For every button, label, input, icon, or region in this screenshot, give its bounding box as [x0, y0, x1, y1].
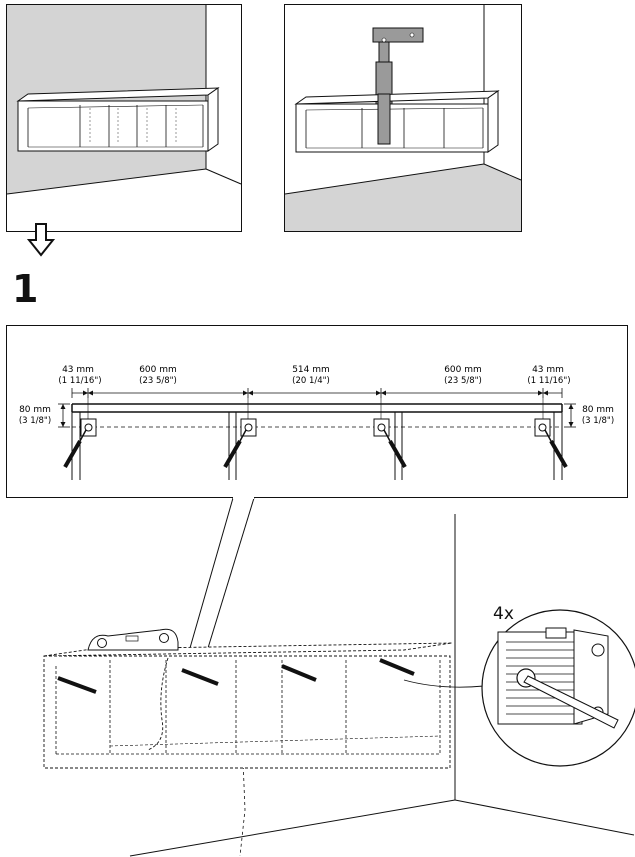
dim-span-left-mm: 600 mm	[139, 365, 177, 375]
bracket-icon	[240, 418, 257, 437]
scene-shelf-with-bracket	[284, 4, 522, 232]
scene-mounted-shelf	[6, 4, 242, 232]
screwdriver-icon	[383, 429, 407, 468]
shelf-unit-icon	[294, 90, 500, 153]
dim-span-right-inch: (23 5/8")	[444, 376, 482, 386]
bracket-icon	[373, 418, 390, 437]
screwdriver-icon	[379, 658, 415, 676]
screwdriver-icon	[63, 429, 87, 468]
shelf-unit-icon	[16, 87, 220, 152]
shelf-unit-icon	[43, 642, 453, 769]
dim-span-middle-mm: 514 mm	[292, 365, 330, 375]
dim-span-left-inch: (23 5/8")	[139, 376, 177, 386]
dim-right-offset-inch: (1 11/16")	[527, 376, 570, 386]
dim-span-right-mm: 600 mm	[444, 365, 482, 375]
dim-right-offset-mm: 43 mm	[532, 365, 564, 375]
quantity-label: 4x	[493, 604, 514, 624]
dim-height-right-inch: (3 1/8")	[582, 416, 614, 426]
dim-left-offset-mm: 43 mm	[62, 365, 94, 375]
bracket-icon	[534, 418, 551, 437]
installation-scene	[43, 514, 635, 857]
screwdriver-icon	[57, 676, 97, 694]
dim-left-offset-inch: (1 11/16")	[58, 376, 101, 386]
bracket-icon	[80, 418, 97, 437]
dim-height-left-mm: 80 mm	[19, 405, 51, 415]
screwdriver-icon	[544, 429, 568, 468]
dim-height-right-mm: 80 mm	[582, 405, 614, 415]
dim-height-left-inch: (3 1/8")	[19, 416, 51, 426]
dimension-diagram: 43 mm (1 11/16") 600 mm (23 5/8") 514 mm…	[6, 325, 628, 650]
dim-span-middle-inch: (20 1/4")	[292, 376, 330, 386]
screwdriver-icon	[281, 664, 317, 682]
detail-bracket-closeup	[481, 609, 635, 767]
down-arrow-icon	[26, 223, 56, 257]
step-number: 1	[12, 267, 39, 311]
spirit-level-icon	[87, 628, 179, 651]
screwdriver-icon	[181, 668, 219, 686]
screwdriver-icon	[223, 429, 247, 468]
